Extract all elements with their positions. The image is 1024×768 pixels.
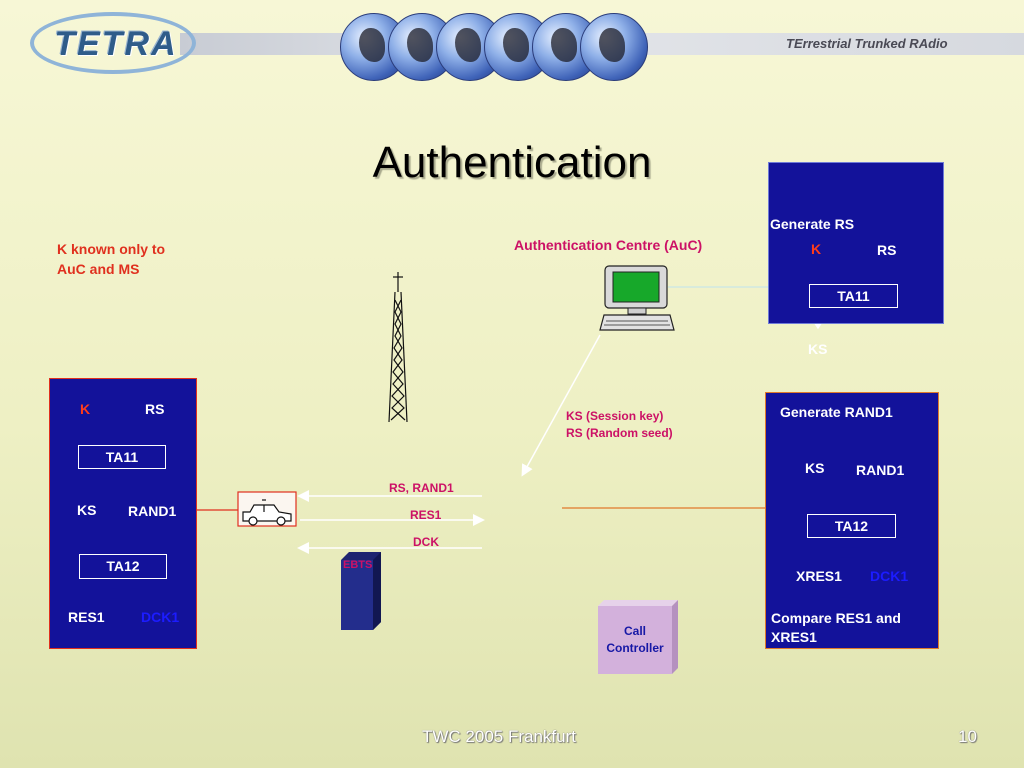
ms-rand1-label: RAND1 [128,503,177,519]
auc-generate-rs: Generate RS [770,216,855,232]
car-icon [242,499,292,526]
ms-rs-label: RS [145,401,165,417]
keys-note-ks: KS (Session key) [566,409,664,423]
ms-panel: K RS TA11 KS RAND1 TA12 RES1 DCK1 [49,378,197,649]
auc-ta11-box: TA11 [809,284,898,308]
radio-tower-icon [388,272,408,423]
tetra-logo-ring [30,12,196,74]
ms-k-label: K [80,401,91,417]
key-note-line-1: K known only to [57,241,166,257]
base-xres1-label: XRES1 [796,568,842,584]
msg-rs-rand1: RS, RAND1 [389,481,454,495]
auc-label: Authentication Centre (AuC) [514,237,703,253]
ms-ta11-box: TA11 [78,445,166,469]
base-compare-line-1: Compare RES1 and [771,610,901,626]
auc-ks-label: KS [808,341,828,357]
ms-dck1-label: DCK1 [141,609,180,625]
call-controller-line-2: Controller [606,641,664,655]
call-controller-label: Call Controller [598,623,672,657]
base-ks-label: KS [805,460,825,476]
key-note-line-2: AuC and MS [57,261,140,277]
ebts-label: EBTS [343,559,373,571]
page-number: 10 [958,727,977,746]
ebts-cabinet [341,552,381,630]
auc-panel: Generate RS K RS TA11 [768,162,944,324]
tetra-logo: TETRA [54,25,178,63]
keys-note: KS (Session key) RS (Random seed) [566,408,673,442]
base-rand1-label: RAND1 [856,462,905,478]
ms-res1-label: RES1 [68,609,105,625]
call-controller-box [598,600,678,674]
key-note: K known only to AuC and MS [57,239,165,279]
keys-note-rs: RS (Random seed) [566,426,673,440]
computer-icon [599,265,675,331]
msg-res1: RES1 [410,508,442,522]
auc-to-ebts-arrow [521,334,601,477]
base-compare-line-2: XRES1 [771,629,817,645]
msg-dck: DCK [413,535,439,549]
base-panel: Generate RAND1 KS RAND1 TA12 XRES1 DCK1 … [765,392,939,649]
ms-ks-label: KS [77,502,97,518]
base-generate-rand1: Generate RAND1 [780,404,893,420]
auc-rs-label: RS [877,242,897,258]
banner-subtitle: TErrestrial Trunked RAdio [786,36,948,51]
footer-text: TWC 2005 Frankfurt [422,727,576,746]
base-dck1-label: DCK1 [870,568,909,584]
slide-title: Authentication [372,138,652,187]
call-controller-line-1: Call [623,624,646,638]
auc-k-label: K [811,241,822,257]
globe-icon [580,13,648,81]
base-compare-note: Compare RES1 and XRES1 [771,609,901,647]
ms-ta12-box: TA12 [79,554,167,579]
header-banner: TETRA TErrestrial Trunked RAdio [0,0,1024,88]
base-ta12-box: TA12 [807,514,896,538]
